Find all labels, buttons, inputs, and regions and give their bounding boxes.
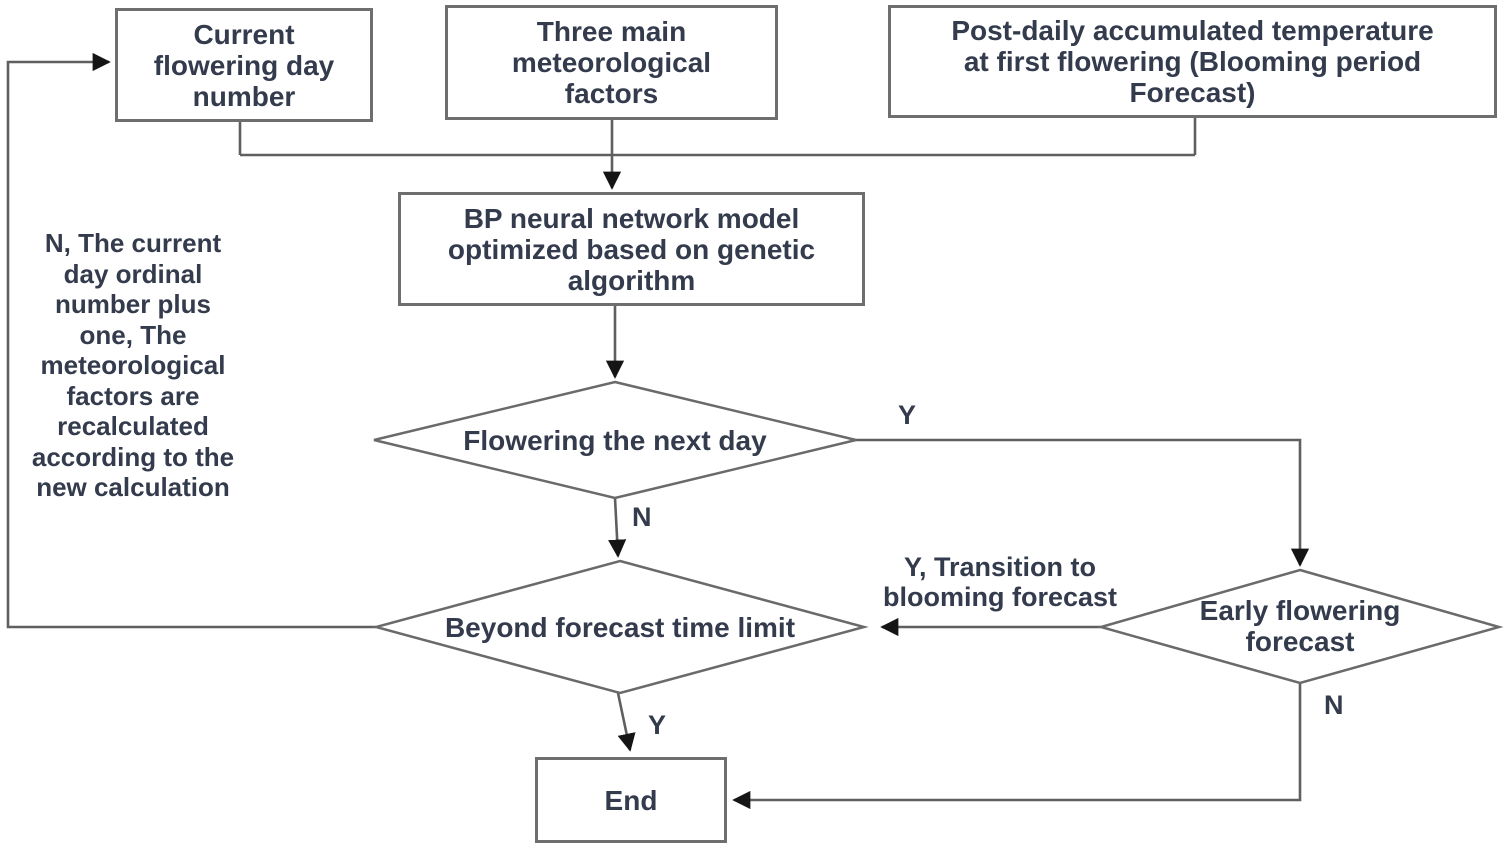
edge-label-n-flowering: N <box>632 502 652 532</box>
node-bp-neural-network-model: BP neural network model optimized based … <box>398 192 865 306</box>
edge-label-n-early: N <box>1324 690 1344 720</box>
connector-early-n-to-end-arrow <box>732 683 1302 810</box>
edge-label-y-beyond: Y <box>648 710 667 740</box>
decision-early-flowering-forecast-shape <box>1096 568 1504 685</box>
decision-flowering-next-day-shape <box>373 380 857 500</box>
connector-flowering-n-to-beyond-arrow <box>608 497 627 558</box>
edge-label-transition-to-blooming: Y, Transition to blooming forecast <box>882 552 1118 612</box>
connector-beyond-y-to-end-arrow <box>616 692 636 752</box>
edge-label-loop-annotation: N, The current day ordinal number plus o… <box>31 228 235 502</box>
decision-beyond-forecast-limit-shape <box>371 559 869 695</box>
connector-flowering-y-to-early-arrow <box>856 438 1310 567</box>
edge-label-y-flowering: Y <box>898 400 917 430</box>
connector-feedback-loop-arrow <box>6 52 376 629</box>
node-current-flowering-day: Current flowering day number <box>115 8 373 122</box>
node-end: End <box>535 757 727 843</box>
node-post-daily-temperature: Post-daily accumulated temperature at fi… <box>888 5 1497 118</box>
node-three-meteorological-factors: Three main meteorological factors <box>445 5 778 120</box>
